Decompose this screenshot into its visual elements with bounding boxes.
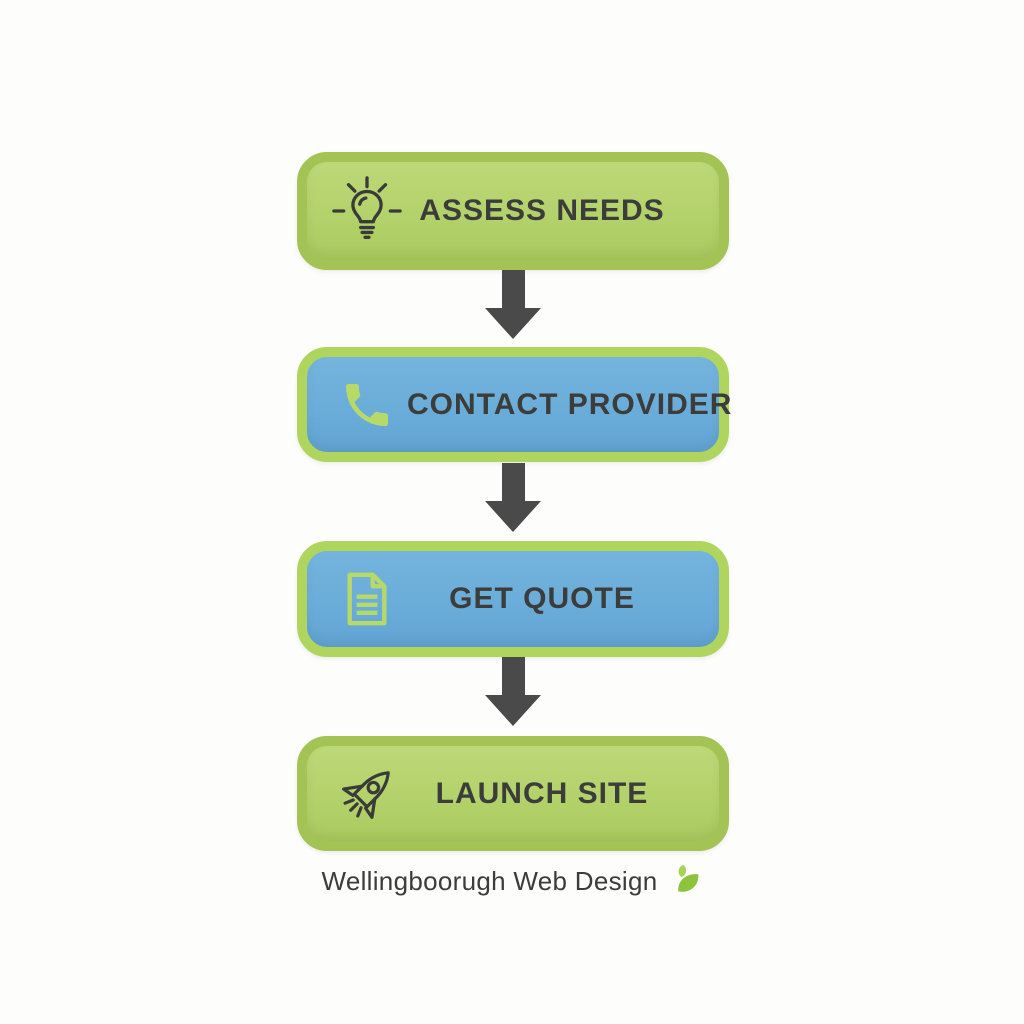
flow-step-assess-needs: ASSESS NEEDS xyxy=(297,152,729,270)
arrow-head xyxy=(485,695,541,726)
arrow-stem xyxy=(501,657,525,695)
phone-icon xyxy=(327,377,407,433)
down-arrow-3 xyxy=(485,657,541,726)
arrow-head xyxy=(485,501,541,532)
arrow-stem xyxy=(501,463,525,501)
brand-name: Wellingboorugh Web Design xyxy=(321,865,658,896)
arrow-head xyxy=(485,308,541,339)
flow-step-contact-provider: CONTACT PROVIDER xyxy=(297,347,731,462)
brand-footer: Wellingboorugh Web Design xyxy=(0,864,1024,898)
document-icon xyxy=(327,569,407,629)
flow-step-launch-site: LAUNCH SITE xyxy=(297,736,729,851)
lightbulb-icon xyxy=(327,174,407,248)
down-arrow-2 xyxy=(485,463,541,532)
flow-step-get-quote: GET QUOTE xyxy=(297,541,729,657)
leaf-icon xyxy=(665,860,703,898)
rocket-icon xyxy=(327,758,407,830)
arrow-stem xyxy=(501,270,525,308)
down-arrow-1 xyxy=(485,270,541,339)
step-label-assess-needs: ASSESS NEEDS xyxy=(419,194,665,227)
step-label-launch-site: LAUNCH SITE xyxy=(435,776,649,810)
step-label-contact-provider: CONTACT PROVIDER xyxy=(407,387,733,421)
step-label-get-quote: GET QUOTE xyxy=(449,582,635,615)
